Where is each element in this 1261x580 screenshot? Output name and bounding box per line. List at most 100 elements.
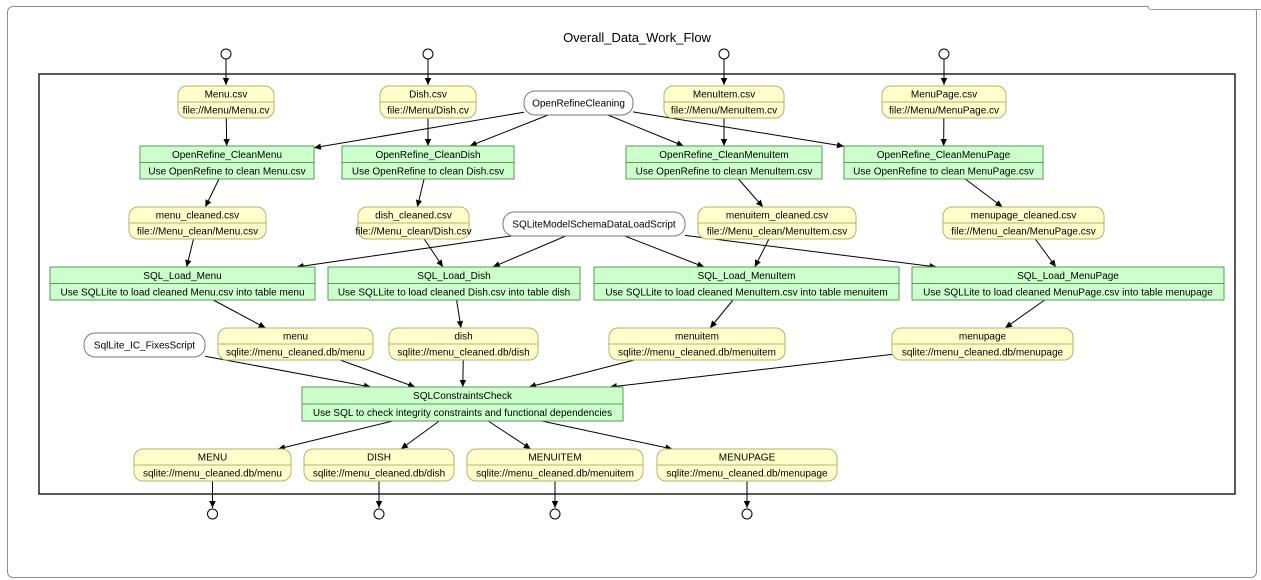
node-sublabel: file://Menu_clean/MenuItem.csv: [707, 227, 848, 238]
node-label: DISH: [367, 453, 391, 464]
node-label: MenuItem.csv: [693, 90, 755, 101]
node-sublabel: Use OpenRefine to clean MenuItem.csv: [636, 166, 813, 177]
node-sublabel: Use OpenRefine to clean Menu.csv: [148, 166, 305, 177]
node-sublabel: sqlite://menu_cleaned.db/menu: [226, 348, 365, 359]
edge-load_menupage-to-menupage_db: [1004, 299, 1045, 329]
input-port-dish_csv: [422, 48, 434, 60]
edge-clean_menu-to-menu_cleaned: [204, 178, 220, 208]
node-MENUPAGE[interactable]: MENUPAGE sqlite://menu_cleaned.db/menupag…: [656, 448, 838, 482]
node-menu_cleaned[interactable]: menu_cleaned.csvfile://Menu_clean/Menu.c…: [128, 206, 267, 240]
node-label: MENUPAGE: [719, 453, 776, 464]
tab-stub: [1148, 6, 1261, 10]
input-port-menuitem_csv: [718, 48, 730, 60]
edge-sqlite_script-to-load_menu: [296, 235, 512, 270]
workflow-boundary: [38, 73, 1236, 495]
node-sublabel: sqlite://menu_cleaned.db/menuitem: [618, 348, 776, 359]
edge-ic_fixes-to-constraints_check: [204, 355, 371, 389]
edge-constraints_check-to-MENU: [277, 420, 393, 451]
node-menupage_csv[interactable]: MenuPage.csv file://Menu/MenuPage.cv: [881, 85, 1007, 119]
node-label: MENU: [198, 453, 227, 464]
node-box-ic_fixes: [83, 332, 206, 358]
node-sqlite_script[interactable]: SQLiteModelSchemaDataLoadScript: [502, 211, 686, 237]
edge-clean_menuitem-to-menuitem_cleaned: [738, 178, 764, 208]
node-label: SQL_Load_MenuPage: [1017, 271, 1119, 282]
node-sublabel: Use SQLLite to load cleaned MenuPage.csv…: [923, 287, 1213, 298]
node-dish_cleaned[interactable]: dish_cleaned.csv file://Menu_clean/Dish.c…: [355, 206, 472, 240]
node-label: OpenRefine_CleanMenu: [172, 150, 282, 161]
node-menuitem_cleaned[interactable]: menuitem_cleaned.csv file://Menu_clean/Me…: [697, 206, 857, 240]
node-label: MenuPage.csv: [911, 90, 977, 101]
node-sublabel: sqlite://menu_cleaned.db/menupage: [902, 348, 1064, 359]
edge-constraints_check-to-MENUPAGE: [541, 420, 673, 451]
node-label: dish_cleaned.csv: [375, 211, 452, 222]
edge-menuitem_cleaned-to-load_menuitem: [754, 238, 770, 268]
node-label: menupage_cleaned.csv: [971, 211, 1077, 222]
node-label: Menu.csv: [205, 90, 248, 101]
node-label: Dish.csv: [409, 90, 447, 101]
node-sublabel: sqlite://menu_cleaned.db/menupage: [666, 469, 828, 480]
output-port-DISH: [373, 508, 385, 520]
node-sublabel: file://Menu_clean/MenuPage.csv: [951, 227, 1096, 238]
node-sublabel: Use SQLLite to load cleaned Dish.csv int…: [338, 287, 570, 298]
node-sublabel: file://Menu/MenuItem.cv: [671, 106, 777, 117]
node-label: menu_cleaned.csv: [156, 211, 239, 222]
node-sublabel: Use OpenRefine to clean MenuPage.csv: [853, 166, 1034, 177]
node-menuitem_csv[interactable]: MenuItem.csv file://Menu/MenuItem.cv: [663, 85, 785, 119]
node-sublabel: Use OpenRefine to clean Dish.csv: [352, 166, 504, 177]
edge-clean_menupage-to-menupage_cleaned: [965, 178, 1003, 208]
node-openrefine_cleaning[interactable]: OpenRefineCleaning: [523, 90, 634, 116]
edge-menuitem_db-to-constraints_check: [528, 359, 635, 389]
edge-menu_db-to-constraints_check: [339, 359, 416, 388]
edge-constraints_check-to-DISH: [400, 420, 440, 450]
edge-openrefine_cleaning-to-clean_menu: [313, 111, 525, 150]
edge-menupage_cleaned-to-load_menupage: [1034, 238, 1057, 268]
node-label: menuitem_cleaned.csv: [726, 211, 828, 222]
edge-menupage_db-to-constraints_check: [609, 353, 893, 390]
diagram-title: Overall_Data_Work_Flow: [563, 30, 711, 45]
node-label: SqlLite_IC_FixesScript: [94, 341, 195, 352]
node-dish_csv[interactable]: Dish.csv file://Menu/Dish.cv: [379, 85, 477, 119]
node-sublabel: file://Menu/MenuPage.cv: [889, 106, 999, 117]
edge-openrefine_cleaning-to-clean_menuitem: [607, 114, 684, 147]
node-sublabel: Use SQLLite to load cleaned MenuItem.csv…: [605, 287, 887, 298]
input-port-menu_csv: [220, 48, 232, 60]
node-sublabel: file://Menu/Menu.cv: [183, 106, 270, 117]
node-menu_csv[interactable]: Menu.csv file://Menu/Menu.cv: [177, 85, 275, 119]
node-label: SQL_Load_MenuItem: [698, 271, 796, 282]
edge-menu_cleaned-to-load_menu: [185, 238, 195, 268]
node-sublabel: file://Menu_clean/Dish.csv: [355, 227, 471, 238]
node-sublabel: sqlite://menu_cleaned.db/menu: [143, 469, 282, 480]
node-label: OpenRefine_CleanMenuItem: [659, 150, 789, 161]
edge-sqlite_script-to-load_menuitem: [624, 235, 705, 268]
output-port-MENUPAGE: [741, 508, 753, 520]
node-MENU[interactable]: MENU sqlite://menu_cleaned.db/menu: [133, 448, 292, 482]
node-label: SQL_Load_Menu: [143, 271, 221, 282]
node-sublabel: file://Menu/Dish.cv: [387, 106, 469, 117]
node-sublabel: Use SQL to check integrity constraints a…: [313, 408, 612, 419]
node-label: dish: [454, 332, 472, 343]
node-ic_fixes[interactable]: SqlLite_IC_FixesScript: [83, 332, 206, 358]
node-label: OpenRefineCleaning: [532, 99, 625, 110]
edge-clean_dish-to-dish_cleaned: [415, 178, 425, 208]
node-menupage_cleaned[interactable]: menupage_cleaned.csv file://Menu_clean/Me…: [942, 206, 1105, 240]
node-menuitem_db[interactable]: menuitemsqlite://menu_cleaned.db/menuite…: [608, 327, 786, 361]
node-MENUITEM[interactable]: MENUITEMsqlite://menu_cleaned.db/menuite…: [466, 448, 644, 482]
edge-load_menuitem-to-menuitem_db: [709, 299, 734, 329]
node-label: menupage: [959, 332, 1007, 343]
node-sublabel: sqlite://menu_cleaned.db/menuitem: [476, 469, 634, 480]
output-port-MENU: [207, 508, 218, 520]
node-menupage_db[interactable]: menupage sqlite://menu_cleaned.db/menupag…: [891, 327, 1074, 361]
